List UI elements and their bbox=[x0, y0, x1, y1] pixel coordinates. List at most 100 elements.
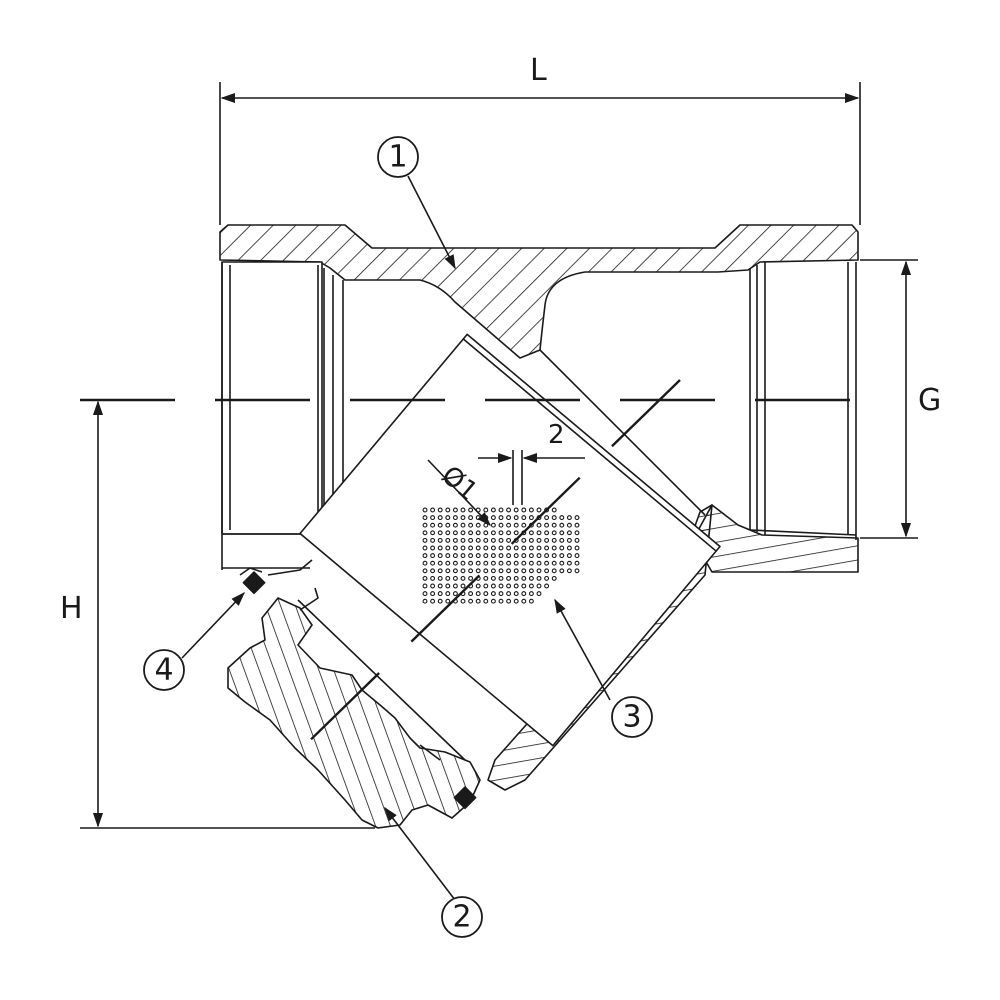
perforation-hole bbox=[468, 568, 474, 574]
perforation-hole bbox=[544, 568, 550, 574]
perforation-hole bbox=[551, 560, 557, 566]
perforation-hole bbox=[445, 553, 451, 559]
perforation-hole bbox=[460, 530, 466, 536]
perforation-hole bbox=[521, 537, 527, 543]
perforation-hole bbox=[528, 591, 534, 597]
perforation-hole bbox=[460, 553, 466, 559]
perforation-hole bbox=[468, 598, 474, 604]
perforation-hole bbox=[468, 522, 474, 528]
perforation-hole bbox=[430, 507, 436, 513]
perforation-hole bbox=[566, 553, 572, 559]
perforation-hole bbox=[536, 591, 542, 597]
perforation-hole bbox=[528, 560, 534, 566]
perforation-hole bbox=[452, 537, 458, 543]
perforation-hole bbox=[430, 537, 436, 543]
perforation-hole bbox=[483, 583, 489, 589]
perforation-hole bbox=[574, 553, 580, 559]
cap bbox=[227, 597, 481, 829]
perforation-hole bbox=[452, 553, 458, 559]
perforation-hole bbox=[513, 591, 519, 597]
perforation-hole bbox=[566, 545, 572, 551]
perforation-hole bbox=[544, 583, 550, 589]
perforation-hole bbox=[490, 537, 496, 543]
callout-circles bbox=[143, 136, 653, 938]
perforation-hole bbox=[574, 568, 580, 574]
perforation-hole bbox=[551, 568, 557, 574]
perforation-hole bbox=[490, 560, 496, 566]
perforation-hole bbox=[437, 537, 443, 543]
perforation-hole bbox=[506, 553, 512, 559]
perforation-hole bbox=[498, 591, 504, 597]
perforation-hole bbox=[483, 530, 489, 536]
perforation-hole bbox=[490, 575, 496, 581]
perforation-hole bbox=[498, 553, 504, 559]
perforation-hole bbox=[559, 568, 565, 574]
perforation-hole bbox=[422, 515, 428, 521]
perforation-hole bbox=[513, 507, 519, 513]
callout-circle-1 bbox=[377, 136, 419, 178]
perforation-hole bbox=[574, 515, 580, 521]
perforation-hole bbox=[490, 568, 496, 574]
perforation-hole bbox=[506, 515, 512, 521]
perforation-hole bbox=[437, 545, 443, 551]
perforation-hole bbox=[521, 522, 527, 528]
perforation-hole bbox=[528, 553, 534, 559]
perforation-hole bbox=[430, 515, 436, 521]
perforation-hole bbox=[452, 522, 458, 528]
perforation-hole bbox=[468, 507, 474, 513]
perforation-hole bbox=[445, 515, 451, 521]
perforation-hole bbox=[452, 568, 458, 574]
perforation-hole bbox=[422, 507, 428, 513]
perforation-hole bbox=[574, 560, 580, 566]
perforation-hole bbox=[460, 522, 466, 528]
perforation-hole bbox=[475, 537, 481, 543]
perforation-hole bbox=[475, 545, 481, 551]
perforation-hole bbox=[566, 515, 572, 521]
perforation-hole bbox=[513, 515, 519, 521]
perforation-hole bbox=[422, 522, 428, 528]
perforation-hole bbox=[506, 507, 512, 513]
perforation-hole bbox=[445, 591, 451, 597]
perforation-hole bbox=[559, 545, 565, 551]
perforation-hole bbox=[437, 568, 443, 574]
perforation-hole bbox=[536, 553, 542, 559]
perforation-hole bbox=[452, 591, 458, 597]
perforation-hole bbox=[475, 591, 481, 597]
body-skirt-left bbox=[239, 559, 313, 576]
perforation-hole bbox=[475, 583, 481, 589]
perforation-hole bbox=[483, 553, 489, 559]
perforation-hole bbox=[437, 515, 443, 521]
perforation-hole bbox=[475, 598, 481, 604]
perforation-hole bbox=[445, 560, 451, 566]
perforation-hole bbox=[437, 507, 443, 513]
perforation-hole bbox=[544, 537, 550, 543]
perforation-hole bbox=[559, 537, 565, 543]
perforation-hole bbox=[490, 598, 496, 604]
callout-circle-4 bbox=[143, 649, 185, 691]
perforation-hole bbox=[566, 530, 572, 536]
body-top-wall bbox=[219, 224, 859, 359]
perforation-hole bbox=[422, 591, 428, 597]
perforation-hole bbox=[422, 575, 428, 581]
perforation-hole bbox=[528, 545, 534, 551]
perforation-hole bbox=[574, 530, 580, 536]
perforation-hole bbox=[490, 507, 496, 513]
perforation-hole bbox=[544, 507, 550, 513]
perforation-hole bbox=[551, 545, 557, 551]
perforation-hole bbox=[483, 537, 489, 543]
callout-leaders bbox=[181, 175, 611, 901]
perforation-hole bbox=[521, 583, 527, 589]
perforation-hole bbox=[445, 537, 451, 543]
perforation-hole bbox=[498, 530, 504, 536]
right-port bbox=[749, 262, 857, 540]
dim-hole-leader bbox=[427, 459, 491, 527]
perforation-hole bbox=[483, 545, 489, 551]
gasket-lower bbox=[453, 786, 477, 810]
perforation-hole bbox=[430, 545, 436, 551]
perforation-hole bbox=[483, 598, 489, 604]
perforation-hole bbox=[506, 575, 512, 581]
perforation-hole bbox=[430, 553, 436, 559]
perforation-hole bbox=[506, 530, 512, 536]
perforation-hole bbox=[460, 575, 466, 581]
